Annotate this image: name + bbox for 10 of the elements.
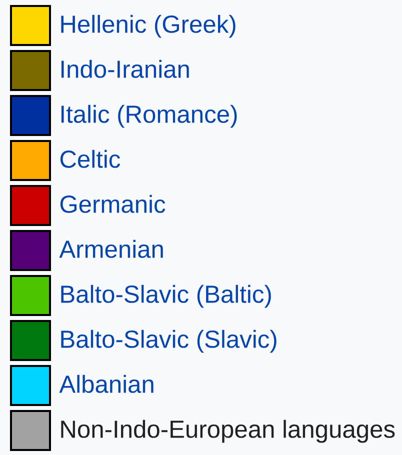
legend-text: Germanic xyxy=(60,194,166,213)
legend-text: Balto-Slavic (Baltic) xyxy=(61,284,271,308)
legend-text: Celtic xyxy=(60,150,120,168)
legend-text: Hellenic (Greek) xyxy=(61,14,236,38)
legend-text: Albanian xyxy=(59,374,154,393)
legend-text: Indo-Iranian xyxy=(61,60,189,78)
legend-text: Italic (Romance) xyxy=(61,104,237,128)
legend-text: Balto-Slavic (Slavic) xyxy=(61,330,276,353)
legend-text: Armenian xyxy=(59,240,163,258)
legend-text: Non-Indo-European languages xyxy=(61,420,395,443)
